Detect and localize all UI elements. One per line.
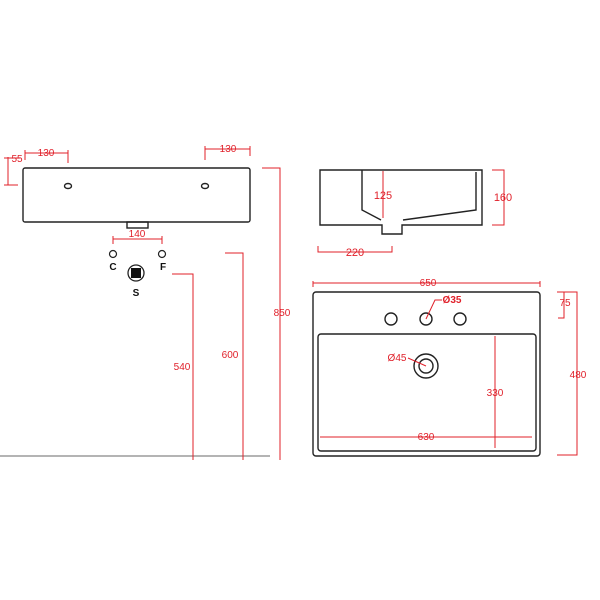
drain-stub xyxy=(126,221,149,229)
basin-front-outline xyxy=(22,167,251,223)
dim-540: 540 xyxy=(174,362,191,373)
dim-line-130-right xyxy=(204,146,251,160)
waste-square xyxy=(131,268,141,278)
label-waste: S xyxy=(133,288,140,299)
dim-line-55 xyxy=(4,157,20,186)
dim-line-130-left xyxy=(24,150,69,163)
label-cold: C xyxy=(109,262,116,273)
dim-130-right: 130 xyxy=(220,144,237,155)
tap-hole-left xyxy=(384,312,398,326)
dim-140: 140 xyxy=(129,229,146,240)
dim-330: 330 xyxy=(487,388,504,399)
front-view: 55 130 130 140 C F S 850 600 540 xyxy=(0,144,291,460)
dim-125: 125 xyxy=(374,190,392,202)
basin-side-outline xyxy=(319,169,483,235)
mounting-hole-left xyxy=(63,182,73,190)
dim-600: 600 xyxy=(222,350,239,361)
hot-valve-icon xyxy=(157,249,167,259)
dim-line-160 xyxy=(492,169,505,226)
dim-75: 75 xyxy=(559,298,571,309)
dim-160: 160 xyxy=(494,192,512,204)
basin-top-outline xyxy=(312,291,541,457)
dim-130-left: 130 xyxy=(38,148,55,159)
basin-bowl-outline xyxy=(317,333,537,452)
side-view: 125 160 220 xyxy=(317,169,512,259)
dim-850: 850 xyxy=(274,308,291,319)
tap-hole-right xyxy=(453,312,467,326)
dim-line-480 xyxy=(557,291,578,456)
dim-line-540 xyxy=(172,273,194,460)
dim-220: 220 xyxy=(346,247,364,259)
mounting-hole-right xyxy=(200,182,210,190)
dim-480: 480 xyxy=(570,370,587,381)
label-hot: F xyxy=(160,262,166,273)
drain-inner xyxy=(418,358,434,374)
dim-line-75 xyxy=(558,292,565,319)
top-view: 650 Ø35 Ø45 330 630 480 75 xyxy=(312,278,587,457)
dim-line-600 xyxy=(225,252,244,460)
basin-side-inner xyxy=(361,170,477,221)
cold-valve-icon xyxy=(108,249,118,259)
tap-hole-center xyxy=(419,312,433,326)
dim-line-650 xyxy=(312,281,541,287)
dim-650: 650 xyxy=(420,278,437,289)
dim-35: Ø35 xyxy=(443,295,462,306)
dim-line-140 xyxy=(112,236,163,244)
dim-630: 630 xyxy=(418,432,435,443)
dim-line-850 xyxy=(262,167,281,460)
waste-outlet-icon xyxy=(127,264,145,282)
leader-45 xyxy=(407,357,427,367)
dim-line-220 xyxy=(317,246,393,253)
leader-35 xyxy=(425,299,442,320)
drain-outer xyxy=(413,353,439,379)
dim-55: 55 xyxy=(11,154,23,165)
dim-45: Ø45 xyxy=(388,353,407,364)
